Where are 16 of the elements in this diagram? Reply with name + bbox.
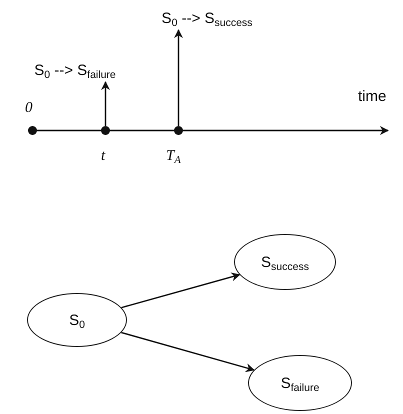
event-label: S$_{0}$ --> S$_{success}$ xyxy=(136,6,278,30)
tick-label: T$_{A}$ xyxy=(166,148,181,165)
time-point xyxy=(101,126,110,135)
arrow xyxy=(101,81,110,126)
arrow xyxy=(121,272,240,308)
state-ellipse: S$_{success}$ xyxy=(234,234,336,290)
tick-label: t xyxy=(101,148,106,165)
arrow xyxy=(174,29,183,126)
event-label: S$_{0}$ --> S$_{failure}$ xyxy=(6,58,144,82)
time-point xyxy=(174,126,183,135)
arrow xyxy=(121,332,255,372)
time-point xyxy=(28,126,37,135)
state-ellipse: S$_{0}$ xyxy=(27,293,127,347)
state-ellipse: S$_{failure}$ xyxy=(248,355,352,411)
axis-label: time xyxy=(358,88,386,105)
tick-label: 0 xyxy=(25,100,32,117)
